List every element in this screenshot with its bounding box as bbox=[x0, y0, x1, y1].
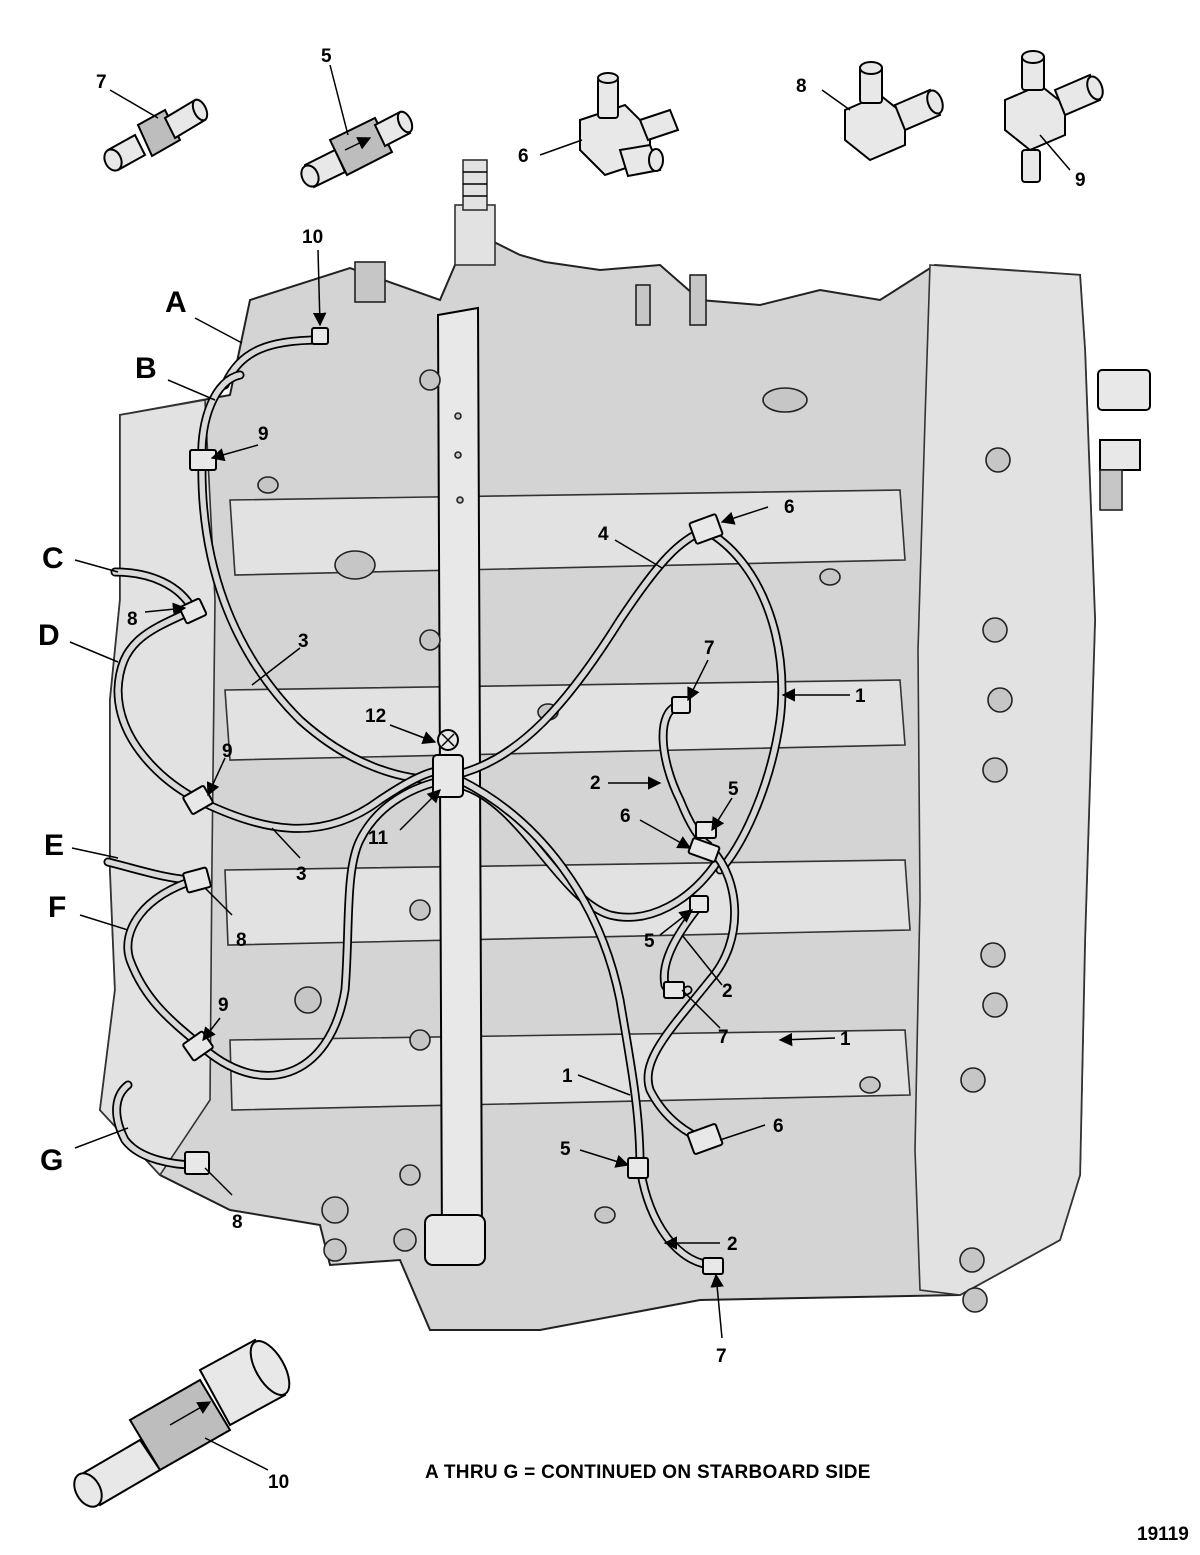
callout-9: 9 bbox=[222, 741, 233, 762]
callout-10: 10 bbox=[302, 227, 323, 248]
callout-G: G bbox=[40, 1144, 63, 1177]
callout-8: 8 bbox=[796, 76, 807, 97]
callout-6: 6 bbox=[620, 806, 631, 827]
hose-fittings bbox=[178, 327, 724, 1275]
callout-8: 8 bbox=[236, 930, 247, 951]
callout-9: 9 bbox=[218, 995, 229, 1016]
callout-F: F bbox=[48, 891, 66, 924]
callout-5: 5 bbox=[728, 779, 739, 800]
callout-1: 1 bbox=[562, 1066, 573, 1087]
callout-4: 4 bbox=[598, 524, 609, 545]
callout-11: 11 bbox=[368, 828, 389, 849]
callout-1: 1 bbox=[855, 686, 866, 707]
callout-7: 7 bbox=[716, 1346, 727, 1367]
callout-2: 2 bbox=[590, 773, 601, 794]
callout-6: 6 bbox=[518, 146, 529, 167]
callout-8: 8 bbox=[232, 1212, 243, 1233]
part-10-illustration bbox=[73, 1338, 291, 1508]
callout-3: 3 bbox=[296, 864, 307, 885]
cover-bolts bbox=[294, 369, 1013, 1313]
part-8-illustration bbox=[844, 61, 944, 162]
part-6-illustration bbox=[579, 72, 680, 178]
callout-5: 5 bbox=[321, 46, 332, 67]
callout-E: E bbox=[44, 829, 64, 862]
callout-2: 2 bbox=[727, 1234, 738, 1255]
figure-number: 19119 bbox=[1137, 1524, 1189, 1545]
callout-1: 1 bbox=[840, 1029, 851, 1050]
callout-labels: 7 5 6 8 9 10 A B 9 C 8 D 3 9 12 11 3 E 8… bbox=[38, 46, 1086, 1493]
callout-C: C bbox=[42, 542, 64, 575]
callout-B: B bbox=[135, 352, 157, 385]
callout-12: 12 bbox=[365, 706, 386, 727]
callout-8: 8 bbox=[127, 609, 138, 630]
callout-3: 3 bbox=[298, 631, 309, 652]
callout-6: 6 bbox=[784, 497, 795, 518]
callout-7: 7 bbox=[704, 638, 715, 659]
callout-D: D bbox=[38, 619, 60, 652]
part-9-illustration bbox=[1004, 50, 1104, 183]
callout-9: 9 bbox=[258, 424, 269, 445]
leader-lines bbox=[69, 64, 1071, 1471]
callout-6: 6 bbox=[773, 1116, 784, 1137]
part-7-illustration bbox=[103, 98, 209, 172]
caption: A THRU G = CONTINUED ON STARBOARD SIDE bbox=[425, 1462, 871, 1483]
callout-A: A bbox=[165, 286, 187, 319]
callout-7: 7 bbox=[96, 72, 107, 93]
callout-5: 5 bbox=[644, 931, 655, 952]
callout-7: 7 bbox=[718, 1027, 729, 1048]
part-5-illustration bbox=[300, 110, 414, 189]
callout-10: 10 bbox=[268, 1472, 289, 1493]
hose-routing bbox=[103, 335, 787, 1270]
callout-9: 9 bbox=[1075, 170, 1086, 191]
callout-5: 5 bbox=[560, 1139, 571, 1160]
callout-2: 2 bbox=[722, 981, 733, 1002]
engine-block bbox=[98, 159, 1151, 1331]
